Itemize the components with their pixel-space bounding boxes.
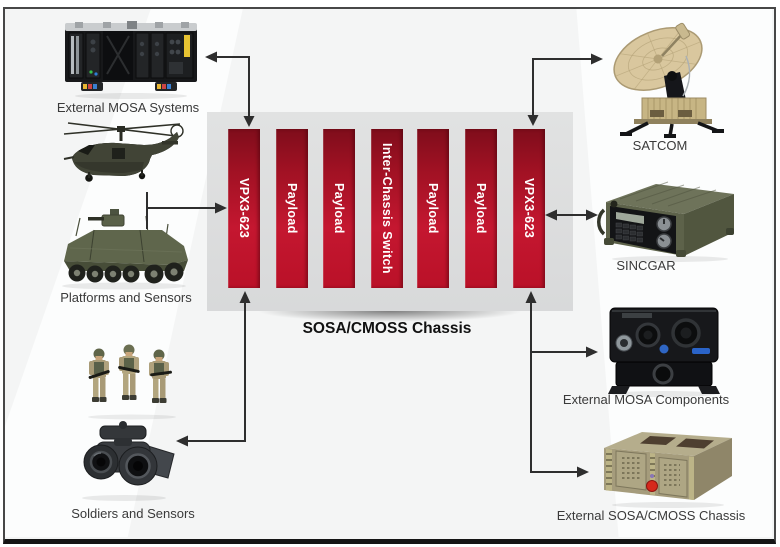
card-label: Payload [426,183,440,234]
label-soldiers-and-sensors: Soldiers and Sensors [71,506,195,521]
label-satcom: SATCOM [632,138,688,153]
card-vpx3-623-right: VPX3-623 [513,129,545,288]
label-external-mosa-components: External MOSA Components [562,392,730,407]
card-label: Inter-Chassis Switch [380,143,394,274]
helicopter-icon [63,122,184,182]
external-sosa-cmoss-chassis-image [592,424,740,509]
card-payload-2: Payload [323,129,355,288]
external-mosa-systems-image [63,20,199,100]
chassis-drop-shadow [207,311,573,326]
soldiers-icon [88,344,176,420]
rugged-chassis-icon [604,432,732,508]
sincgar-radio-image [592,168,742,263]
card-payload-4: Payload [465,129,497,288]
card-vpx3-623-left: VPX3-623 [228,129,260,288]
night-vision-goggles-icon [82,421,175,501]
soldiers-image [84,340,180,420]
satcom-image [598,14,743,140]
military-radio-icon [597,181,734,262]
card-label: Payload [332,183,346,234]
label-external-sosa-cmoss-chassis: External SOSA/CMOSS Chassis [556,508,746,523]
night-vision-goggles-image [70,418,178,502]
label-platforms-and-sensors: Platforms and Sensors [60,290,192,305]
armored-vehicle-image [50,208,192,292]
label-external-mosa-systems: External MOSA Systems [56,100,200,115]
external-mosa-components-image [600,300,730,397]
card-payload-3: Payload [417,129,449,288]
satellite-dish-icon [613,22,724,138]
card-label: Payload [474,183,488,234]
card-label: VPX3-623 [522,178,536,239]
rack-electronics-icon [65,21,197,99]
armored-vehicle-icon [62,209,188,290]
helicopter-image [58,118,186,202]
card-inter-chassis-switch: Inter-Chassis Switch [371,129,403,288]
card-label: Payload [285,183,299,234]
card-payload-1: Payload [276,129,308,288]
label-sincgar: SINCGAR [616,258,676,273]
card-label: VPX3-623 [237,178,251,239]
chassis-title: SOSA/CMOSS Chassis [302,320,472,337]
connector-box-icon [608,307,720,397]
sosa-cmoss-chassis-box: VPX3-623 Payload Payload Inter-Chassis S… [207,112,573,311]
